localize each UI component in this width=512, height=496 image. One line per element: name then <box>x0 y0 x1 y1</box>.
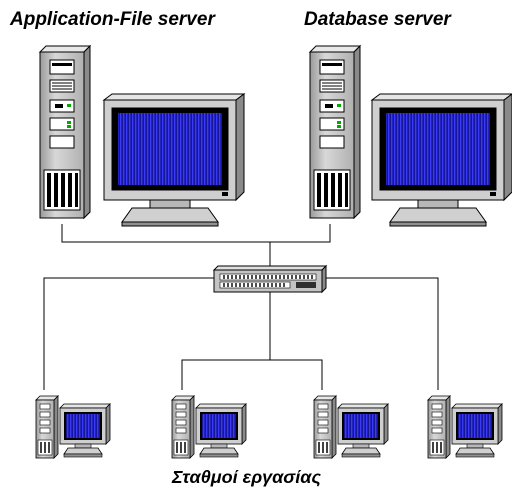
database-server <box>309 45 512 227</box>
server-tower-icon <box>309 45 361 219</box>
monitor-icon <box>371 93 512 227</box>
workstation-icon <box>427 395 503 459</box>
application-file-server-label: Application-File server <box>10 9 215 30</box>
application-file-server <box>39 45 245 227</box>
link-bus-to-workstation-3 <box>270 359 323 390</box>
database-server-label: Database server <box>304 9 451 30</box>
workstation-icon <box>171 395 247 459</box>
workstation-1 <box>35 395 111 459</box>
workstation-icon <box>35 395 111 459</box>
link-switch-to-workstation-1 <box>43 277 216 390</box>
workstation-3 <box>313 395 389 459</box>
network-links <box>43 224 439 390</box>
link-app-server-to-switch <box>61 224 271 266</box>
workstation-icon <box>313 395 389 459</box>
network-switch <box>212 264 328 294</box>
workstation-4 <box>427 395 503 459</box>
link-bus-to-workstation-2 <box>181 359 270 390</box>
server-tower-icon <box>39 45 91 219</box>
link-db-server-to-switch <box>270 224 331 243</box>
workstations-label: Σταθμοί εργασίας <box>172 467 321 487</box>
workstation-2 <box>171 395 247 459</box>
link-switch-to-workstation-4 <box>322 277 439 390</box>
monitor-icon <box>103 93 245 227</box>
